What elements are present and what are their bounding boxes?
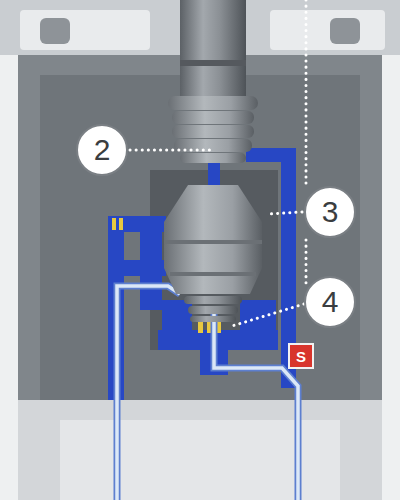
callout-number: 3 bbox=[304, 186, 356, 238]
seal bbox=[119, 218, 123, 230]
pilot-channel bbox=[108, 148, 296, 400]
lower-spring bbox=[184, 296, 242, 322]
base bbox=[18, 400, 382, 500]
housing bbox=[18, 55, 382, 440]
spindle bbox=[180, 0, 246, 100]
piston-groove bbox=[170, 272, 256, 276]
piston-groove bbox=[164, 240, 262, 244]
solenoid-badge: S bbox=[288, 343, 314, 369]
flow-path bbox=[117, 286, 180, 500]
upper-spring bbox=[168, 96, 258, 163]
bracket-hole bbox=[40, 18, 70, 44]
housing-inner bbox=[40, 75, 360, 420]
bracket bbox=[270, 10, 385, 50]
flow-path bbox=[214, 310, 298, 500]
piston bbox=[164, 185, 262, 294]
flow-path bbox=[214, 310, 298, 500]
callout-number: 4 bbox=[304, 276, 356, 328]
label-text: 2 bbox=[94, 135, 111, 165]
label-text: 3 bbox=[322, 197, 339, 227]
flow-path bbox=[117, 286, 180, 500]
seal bbox=[198, 322, 203, 333]
label-text: S bbox=[296, 349, 306, 364]
housing-edge bbox=[382, 55, 400, 500]
callout-number: 2 bbox=[76, 124, 128, 176]
seal bbox=[112, 218, 116, 230]
bracket bbox=[20, 10, 150, 50]
spindle-groove bbox=[180, 60, 246, 66]
leader-line bbox=[130, 0, 306, 326]
bracket-hole bbox=[330, 18, 360, 44]
housing-edge bbox=[0, 55, 18, 500]
label-text: 4 bbox=[322, 287, 339, 317]
